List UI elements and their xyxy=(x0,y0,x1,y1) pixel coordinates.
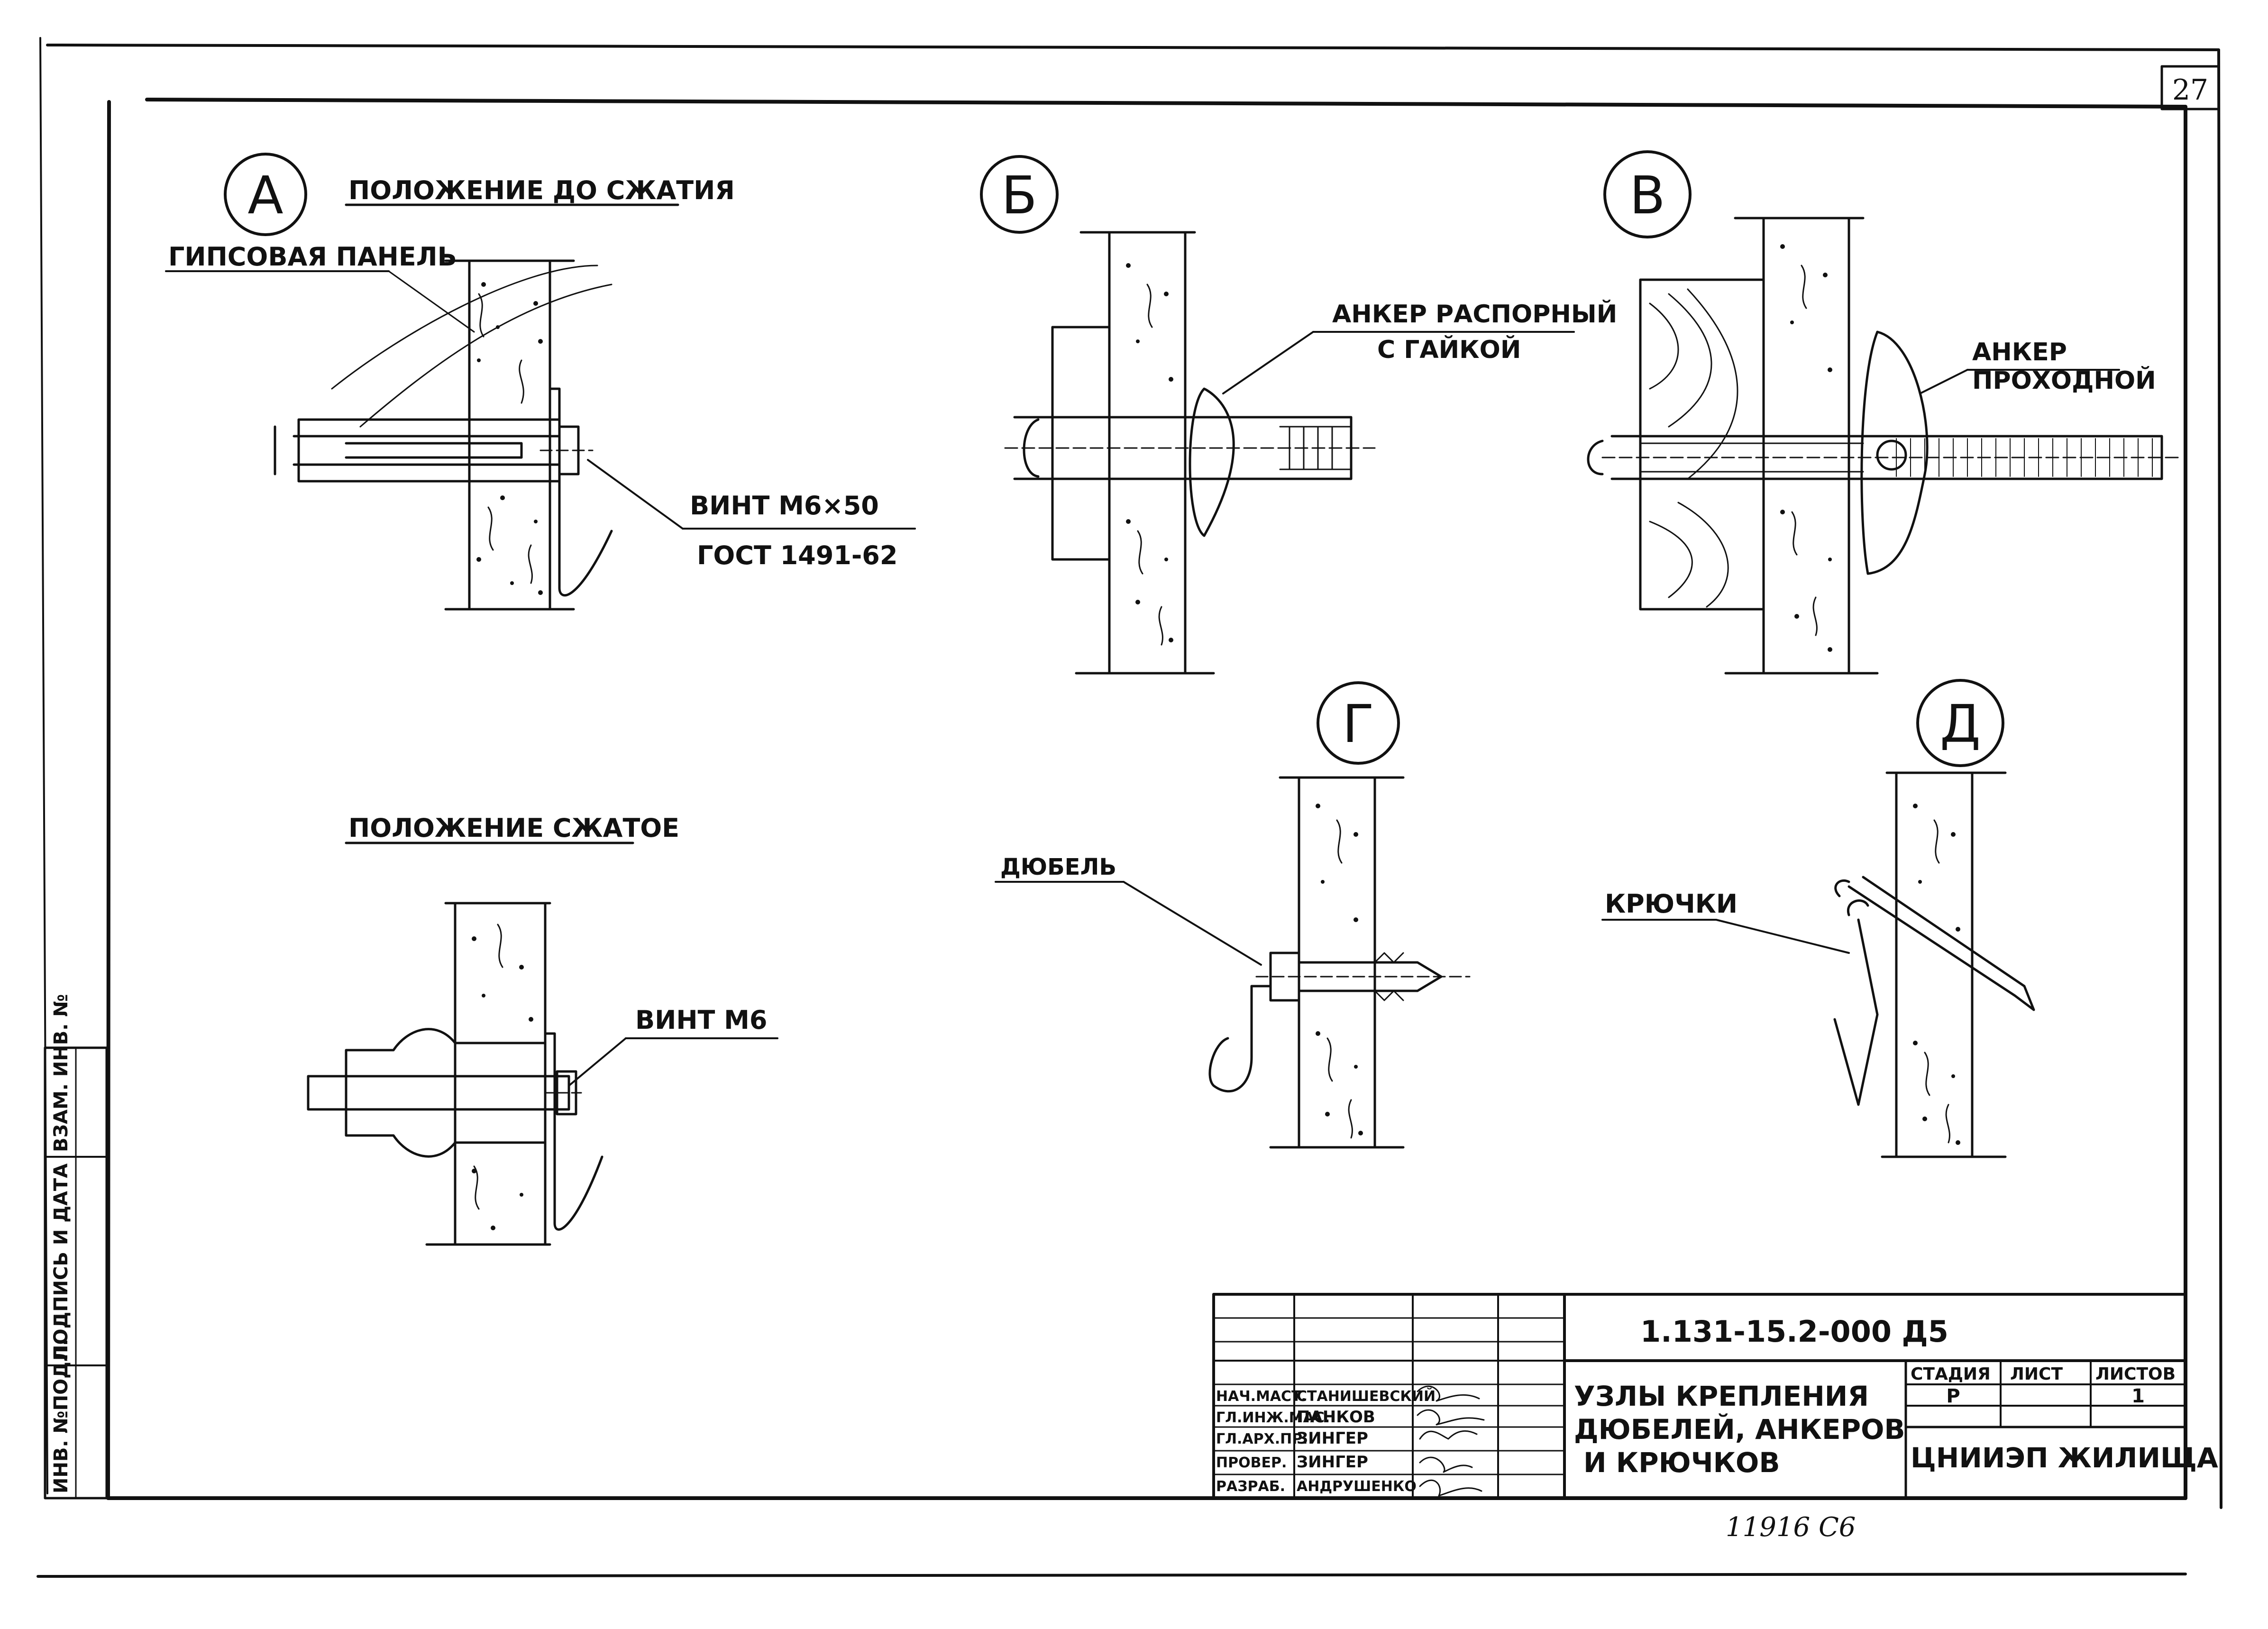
node-b-marker xyxy=(980,155,1059,234)
name-zinger-1: ЗИНГЕР xyxy=(1297,1429,1368,1448)
name-andrushenko: АНДРУШЕНКО xyxy=(1297,1478,1417,1495)
screw-m6x50-label: ВИНТ М6×50 xyxy=(690,491,879,521)
screw-m6-label: ВИНТ М6 xyxy=(635,1005,768,1035)
node-b-label-line1: АНКЕР РАСПОРНЫЙ xyxy=(1332,300,1617,329)
stage-value: Р xyxy=(1946,1385,1960,1407)
name-stanishevsky: СТАНИШЕВСКИЙ xyxy=(1297,1388,1436,1405)
node-a-compressed: ПОЛОЖЕНИЕ СЖАТОЕ ВИНТ М6 xyxy=(307,813,778,1246)
side-stamp: ИНВ. №ПОДЛ. ПОДПИСЬ И ДАТА ВЗАМ. ИНВ. № xyxy=(44,994,108,1500)
title-block: НАЧ.МАСТ. СТАНИШЕВСКИЙ ГЛ.ИНЖ.МАС. ПАНКО… xyxy=(1212,1293,2218,1500)
role-gl-arh: ГЛ.АРХ.ПР. xyxy=(1216,1431,1308,1447)
side-stamp-signature-date: ПОДПИСЬ И ДАТА xyxy=(50,1163,72,1361)
node-g-letter: Г xyxy=(1342,694,1374,754)
name-zinger-2: ЗИНГЕР xyxy=(1297,1453,1368,1472)
node-b-letter: Б xyxy=(1001,165,1037,226)
node-v-label-line1: АНКЕР xyxy=(1972,338,2067,366)
sheet-header: ЛИСТ xyxy=(2010,1364,2063,1384)
node-d: Д КРЮЧКИ xyxy=(1601,679,2035,1158)
node-g-label: ДЮБЕЛЬ xyxy=(1000,854,1116,880)
organization-name: ЦНИИЭП ЖИЛИЩА xyxy=(1911,1442,2218,1474)
node-a-before: А ПОЛОЖЕНИЕ ДО СЖАТИЯ ГИПСОВАЯ ПАНЕЛЬ ВИ… xyxy=(165,153,916,611)
node-v-letter: В xyxy=(1629,165,1665,226)
node-v-marker xyxy=(1603,150,1692,238)
role-gl-inzh: ГЛ.ИНЖ.МАС. xyxy=(1216,1409,1330,1426)
side-stamp-inv-podl: ИНВ. №ПОДЛ. xyxy=(50,1339,72,1493)
node-a-letter: А xyxy=(247,165,283,226)
node-b-label-line2: С ГАЙКОЙ xyxy=(1377,335,1521,364)
node-b: Б АНКЕР РАСПОРНЫЙ С ГАЙКОЙ xyxy=(980,155,1617,675)
drawing-code: 1.131-15.2-000 Д5 xyxy=(1640,1314,1948,1349)
handwritten-signatures xyxy=(1417,1385,1485,1497)
node-a-heading-compressed: ПОЛОЖЕНИЕ СЖАТОЕ xyxy=(348,813,679,843)
role-prover: ПРОВЕР. xyxy=(1216,1455,1287,1471)
title-line-2: ДЮБЕЛЕЙ, АНКЕРОВ xyxy=(1574,1413,1905,1446)
standard-label: ГОСТ 1491-62 xyxy=(697,540,897,570)
node-v: В АНКЕР ПРОХОДНОЙ xyxy=(1587,150,2182,675)
role-razrab: РАЗРАБ. xyxy=(1216,1478,1285,1495)
title-line-3: И КРЮЧКОВ xyxy=(1583,1446,1780,1479)
role-nach-mast: НАЧ.МАСТ. xyxy=(1216,1388,1307,1405)
node-g-marker xyxy=(1317,681,1400,765)
node-g: Г ДЮБЕЛЬ xyxy=(995,681,1471,1149)
gypsum-panel-label: ГИПСОВАЯ ПАНЕЛЬ xyxy=(168,242,457,272)
node-d-label: КРЮЧКИ xyxy=(1605,889,1738,919)
sheets-header: ЛИСТОВ xyxy=(2095,1364,2176,1384)
node-d-letter: Д xyxy=(1940,694,1981,754)
node-v-label-line2: ПРОХОДНОЙ xyxy=(1972,366,2156,395)
title-line-1: УЗЛЫ КРЕПЛЕНИЯ xyxy=(1574,1380,1869,1412)
side-stamp-vzam-inv: ВЗАМ. ИНВ. № xyxy=(50,994,72,1152)
page-number: 27 xyxy=(2172,73,2208,107)
node-a-heading-before: ПОЛОЖЕНИЕ ДО СЖАТИЯ xyxy=(348,175,735,205)
node-a-marker xyxy=(224,153,307,236)
page-number-box: 27 xyxy=(2160,65,2220,110)
handwritten-stamp: 11916 С6 xyxy=(1726,1512,1856,1543)
stage-header: СТАДИЯ xyxy=(1911,1364,1991,1384)
name-pankov: ПАНКОВ xyxy=(1297,1408,1375,1427)
node-d-marker xyxy=(1916,679,2004,767)
sheets-value: 1 xyxy=(2131,1385,2145,1407)
